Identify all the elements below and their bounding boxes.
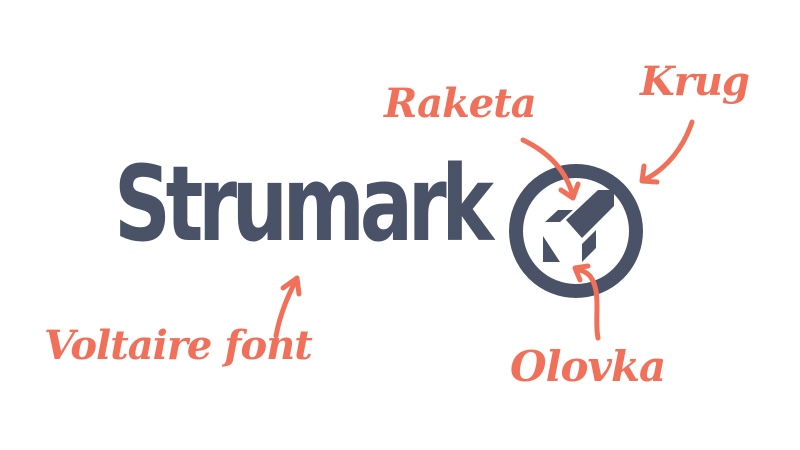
- annotation-olovka: Olovka: [510, 342, 666, 391]
- olovka-arrow-icon: [572, 263, 601, 341]
- raketa-arrow-icon: [520, 137, 581, 201]
- annotation-raketa: Raketa: [384, 80, 537, 127]
- rocket-pencil-icon: [543, 190, 614, 262]
- circle-mark-icon: [509, 164, 643, 298]
- annotation-krug: Krug: [640, 58, 750, 105]
- annotation-voltaire-font: Voltaire font: [44, 322, 313, 369]
- krug-arrow-icon: [639, 119, 695, 185]
- strumark-wordmark: Strumark: [114, 143, 494, 265]
